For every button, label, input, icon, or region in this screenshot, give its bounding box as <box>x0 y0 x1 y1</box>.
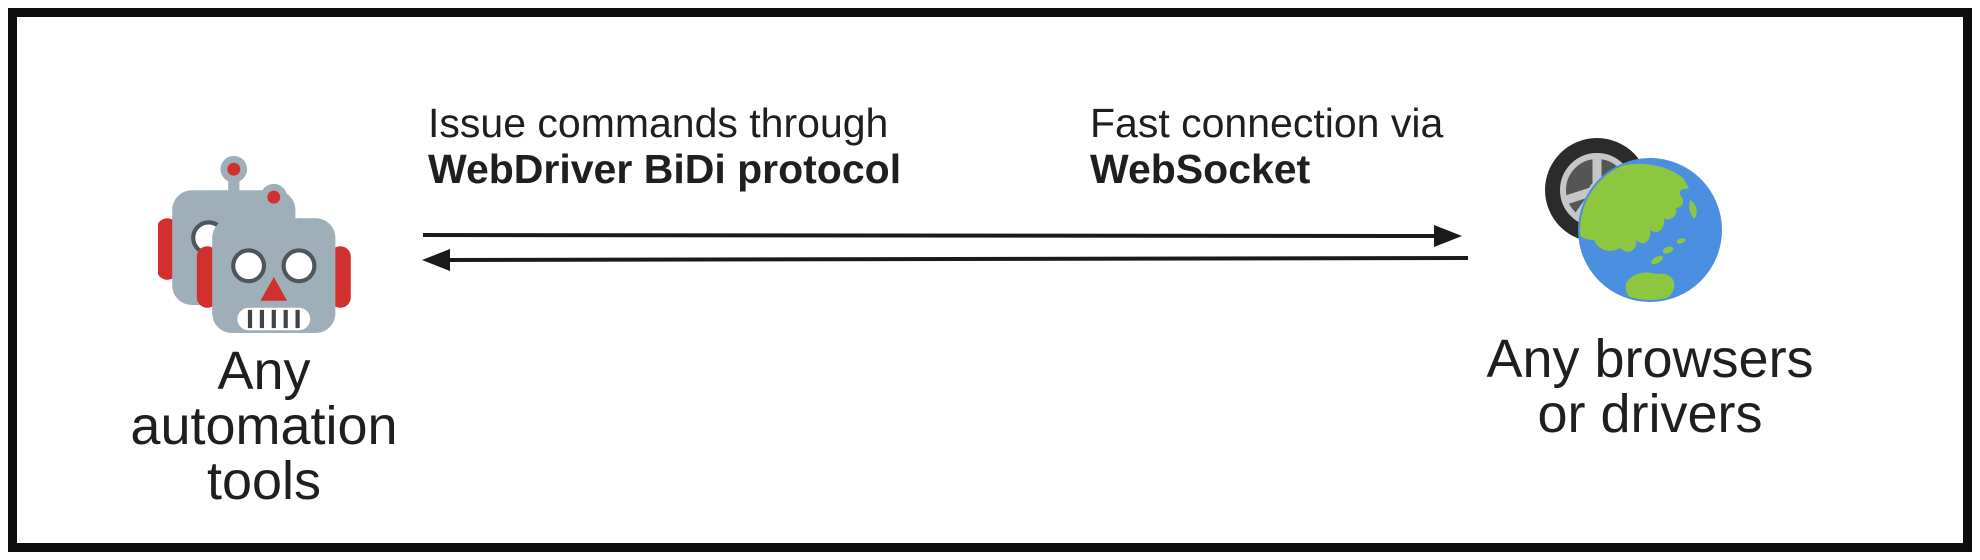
globe-icon <box>1578 158 1722 302</box>
automation-tools-label-line-1: Any <box>217 341 311 401</box>
arrow-right-icon <box>422 225 1462 247</box>
websocket-caption: Fast connection via WebSocket <box>1090 100 1443 192</box>
browsers-drivers-label: Any browsers or drivers <box>1450 332 1850 442</box>
bidirectional-arrows <box>422 225 1469 271</box>
automation-tools-label-line-2: automation <box>130 396 398 456</box>
automation-tools-label-line-3: tools <box>206 451 322 511</box>
bidi-caption-regular: Issue commands through <box>428 100 889 146</box>
browsers-drivers-label-line-1: Any browsers <box>1486 329 1814 389</box>
robots-icon <box>158 148 358 334</box>
wheel-globe-icon <box>1545 138 1722 302</box>
websocket-caption-bold: WebSocket <box>1090 146 1311 192</box>
arrow-left-icon <box>422 249 1469 271</box>
automation-tools-label: Any automation tools <box>64 344 464 509</box>
bidi-protocol-caption: Issue commands through WebDriver BiDi pr… <box>428 100 901 192</box>
bidi-caption-bold: WebDriver BiDi protocol <box>428 146 902 192</box>
websocket-caption-regular: Fast connection via <box>1090 100 1444 146</box>
browsers-drivers-label-line-2: or drivers <box>1537 384 1763 444</box>
